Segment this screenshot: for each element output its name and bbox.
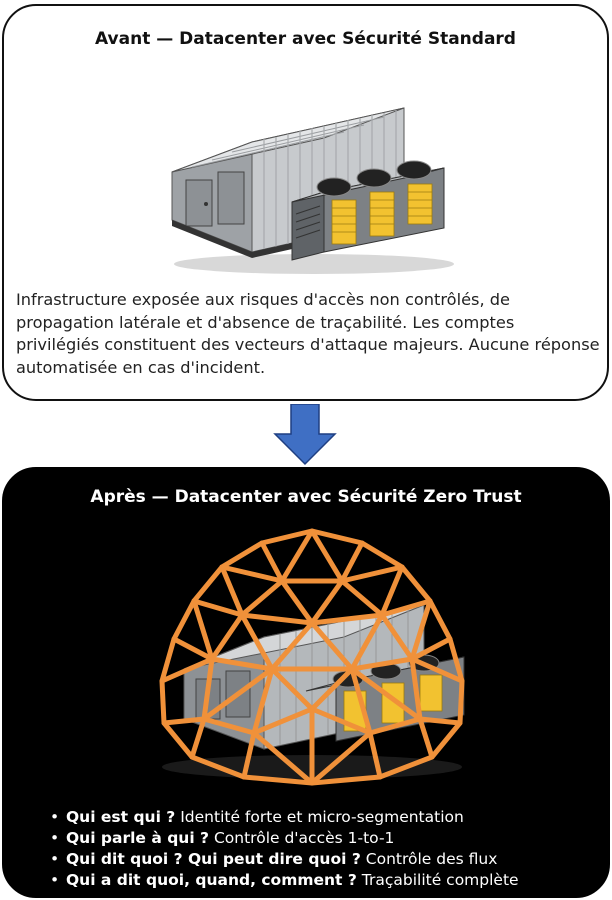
bullet-answer: Traçabilité complète bbox=[361, 871, 519, 889]
bullet-answer: Identité forte et micro-segmentation bbox=[180, 808, 464, 826]
list-item: Qui est qui ? Identité forte et micro-se… bbox=[48, 807, 519, 828]
before-description: Infrastructure exposée aux risques d'acc… bbox=[16, 290, 600, 377]
after-title: Après — Datacenter avec Sécurité Zero Tr… bbox=[90, 487, 522, 507]
before-title: Avant — Datacenter avec Sécurité Standar… bbox=[95, 29, 516, 49]
bullet-question: Qui parle à qui ? bbox=[66, 829, 210, 847]
before-card: Avant — Datacenter avec Sécurité Standar… bbox=[2, 4, 609, 401]
zero-trust-bullet-list: Qui est qui ? Identité forte et micro-se… bbox=[48, 807, 519, 891]
container-datacenter-illustration bbox=[171, 107, 454, 274]
container-datacenter-under-dome-illustration bbox=[159, 528, 465, 786]
bullet-question: Qui dit quoi ? Qui peut dire quoi ? bbox=[66, 850, 361, 868]
bullet-question: Qui a dit quoi, quand, comment ? bbox=[66, 871, 357, 889]
bullet-question: Qui est qui ? bbox=[66, 808, 176, 826]
list-item: Qui a dit quoi, quand, comment ? Traçabi… bbox=[48, 870, 519, 891]
bullet-answer: Contrôle d'accès 1-to-1 bbox=[213, 829, 395, 847]
after-card: Après — Datacenter avec Sécurité Zero Tr… bbox=[2, 467, 610, 898]
list-item: Qui parle à qui ? Contrôle d'accès 1-to-… bbox=[48, 828, 519, 849]
arrow-down-icon bbox=[273, 404, 337, 466]
bullet-answer: Contrôle des flux bbox=[365, 850, 498, 868]
list-item: Qui dit quoi ? Qui peut dire quoi ? Cont… bbox=[48, 849, 519, 870]
